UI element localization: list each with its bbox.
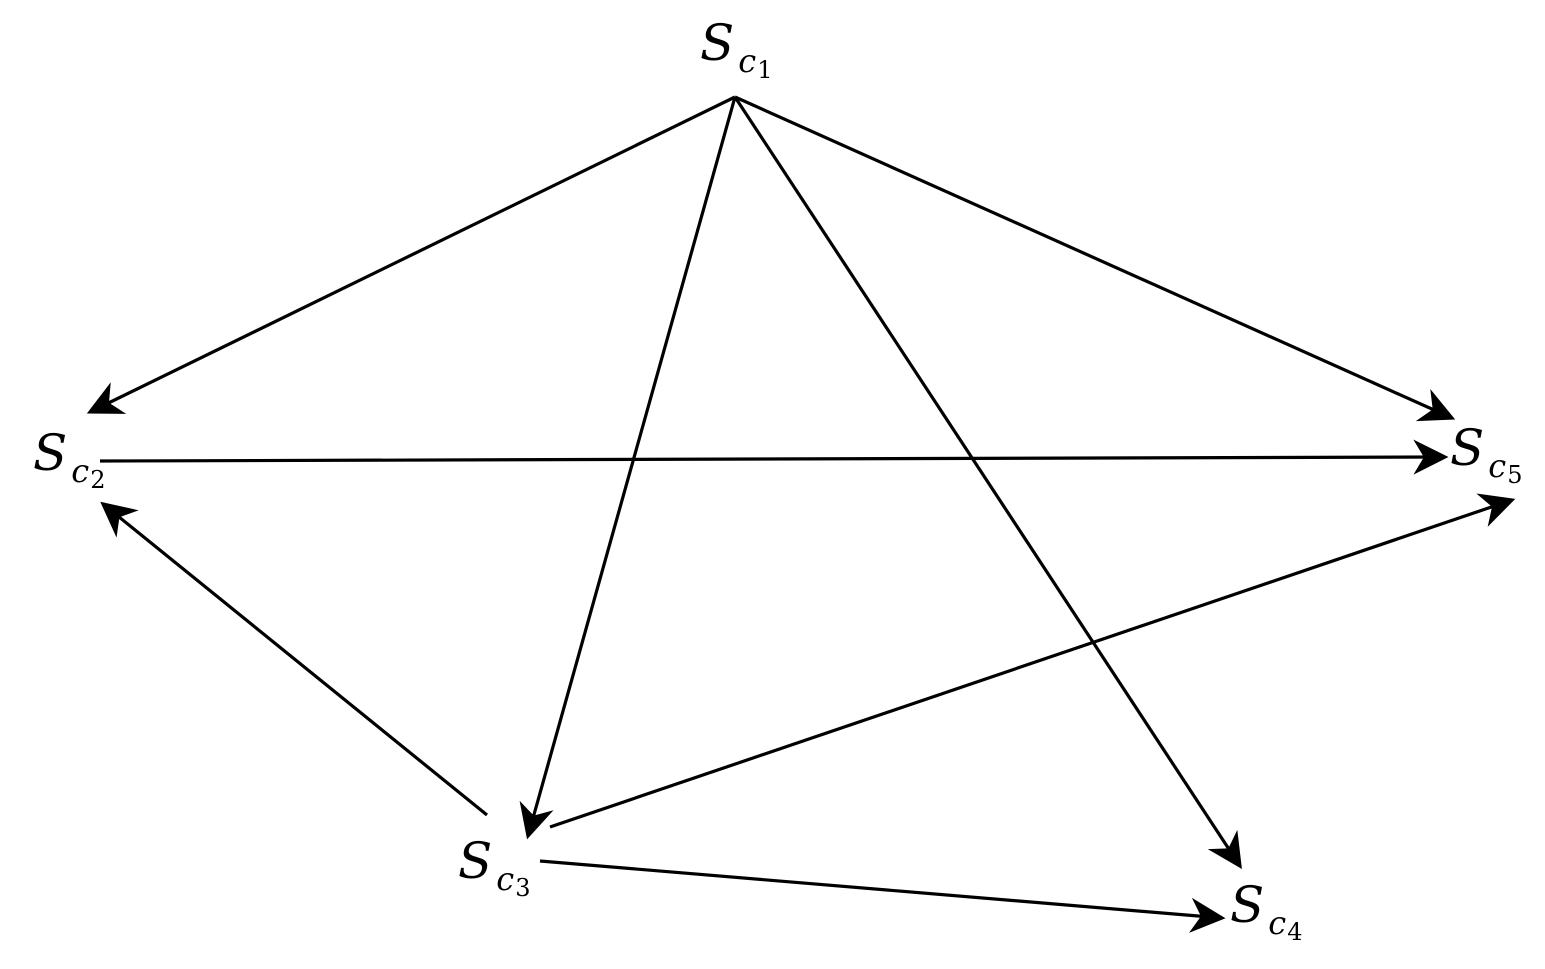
edge-c1-to-c3 bbox=[519, 96, 737, 840]
edge-c1-to-c2 bbox=[86, 95, 736, 414]
edge-c1-to-c4 bbox=[733, 96, 1242, 869]
edge-c2-to-c5 bbox=[99, 439, 1449, 475]
edge-c3-to-c2 bbox=[100, 501, 489, 817]
edge-c3-to-c5 bbox=[549, 493, 1516, 829]
edge-c1-to-c5 bbox=[734, 95, 1456, 422]
edge-c3-to-c4 bbox=[539, 859, 1226, 933]
edges-group bbox=[86, 95, 1516, 933]
